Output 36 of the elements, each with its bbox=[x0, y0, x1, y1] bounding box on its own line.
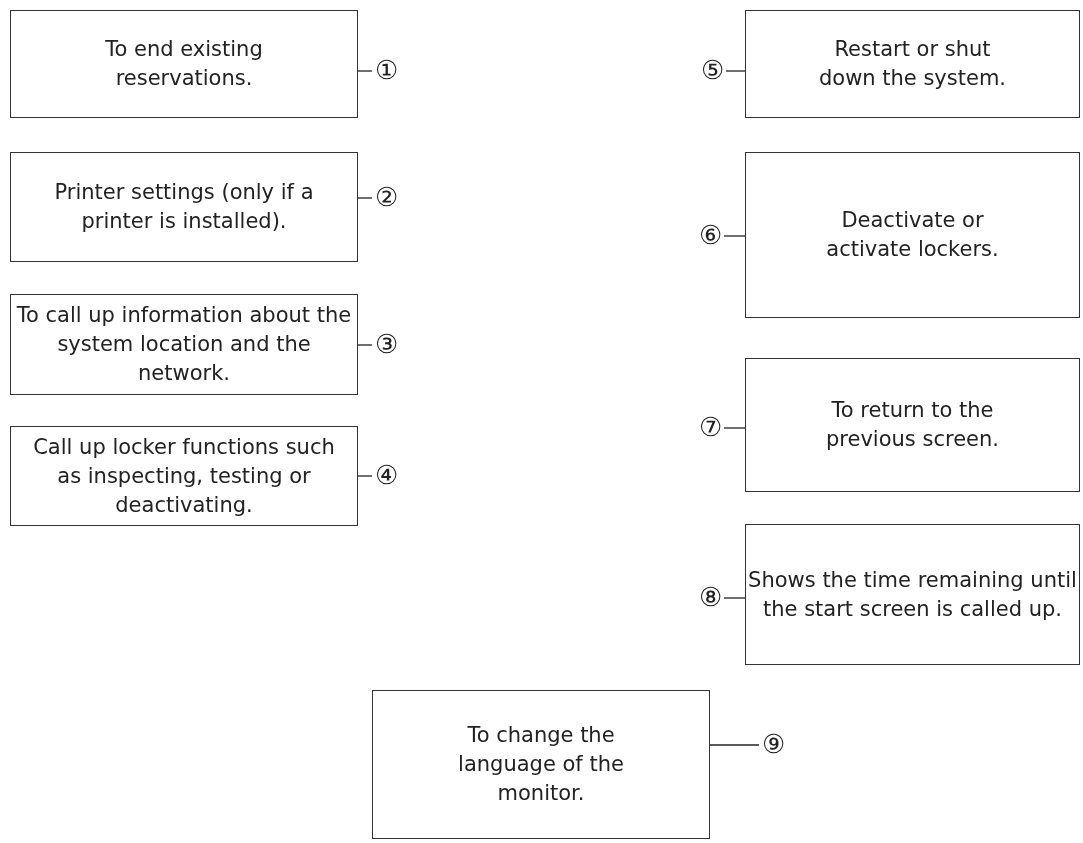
description-text: To change the language of the monitor. bbox=[457, 722, 625, 807]
leader-line bbox=[357, 475, 373, 477]
description-box bbox=[745, 10, 1080, 118]
description-box bbox=[10, 294, 358, 395]
description-box bbox=[745, 524, 1080, 665]
leader-line bbox=[723, 427, 746, 429]
description-text: Shows the time remaining until the start screen is called up. bbox=[747, 566, 1078, 623]
callout-number: ⑤ bbox=[698, 55, 726, 87]
leader-line bbox=[725, 70, 746, 72]
description-text: To call up information about the system location and the network. bbox=[15, 302, 353, 387]
description-box bbox=[10, 10, 358, 118]
description-text: To return to the previous screen. bbox=[825, 397, 1000, 453]
leader-line bbox=[357, 344, 373, 346]
callout-number: ③ bbox=[372, 329, 400, 361]
leader-line bbox=[723, 597, 746, 599]
description-text: Printer settings (only if a printer is installed). bbox=[53, 179, 315, 235]
callout-number: ① bbox=[372, 55, 400, 87]
leader-line bbox=[723, 235, 746, 237]
leader-line bbox=[709, 744, 760, 746]
description-text: Call up locker functions such as inspecting, testing or deactivating. bbox=[32, 433, 336, 519]
callout-number: ⑨ bbox=[759, 729, 787, 761]
description-box bbox=[10, 152, 358, 262]
callout-number: ⑧ bbox=[696, 582, 724, 614]
description-text: Deactivate or activate lockers. bbox=[825, 207, 1000, 263]
description-text: Restart or shut down the system. bbox=[817, 36, 1008, 92]
leader-line bbox=[357, 197, 373, 199]
description-text: To end existing reservations. bbox=[104, 36, 264, 92]
callout-number: ② bbox=[372, 182, 400, 214]
description-box bbox=[745, 358, 1080, 492]
description-box bbox=[10, 426, 358, 526]
description-box bbox=[372, 690, 710, 839]
callout-number: ④ bbox=[372, 460, 400, 492]
leader-line bbox=[357, 70, 373, 72]
description-box bbox=[745, 152, 1080, 318]
callout-number: ⑥ bbox=[696, 220, 724, 252]
callout-number: ⑦ bbox=[696, 412, 724, 444]
